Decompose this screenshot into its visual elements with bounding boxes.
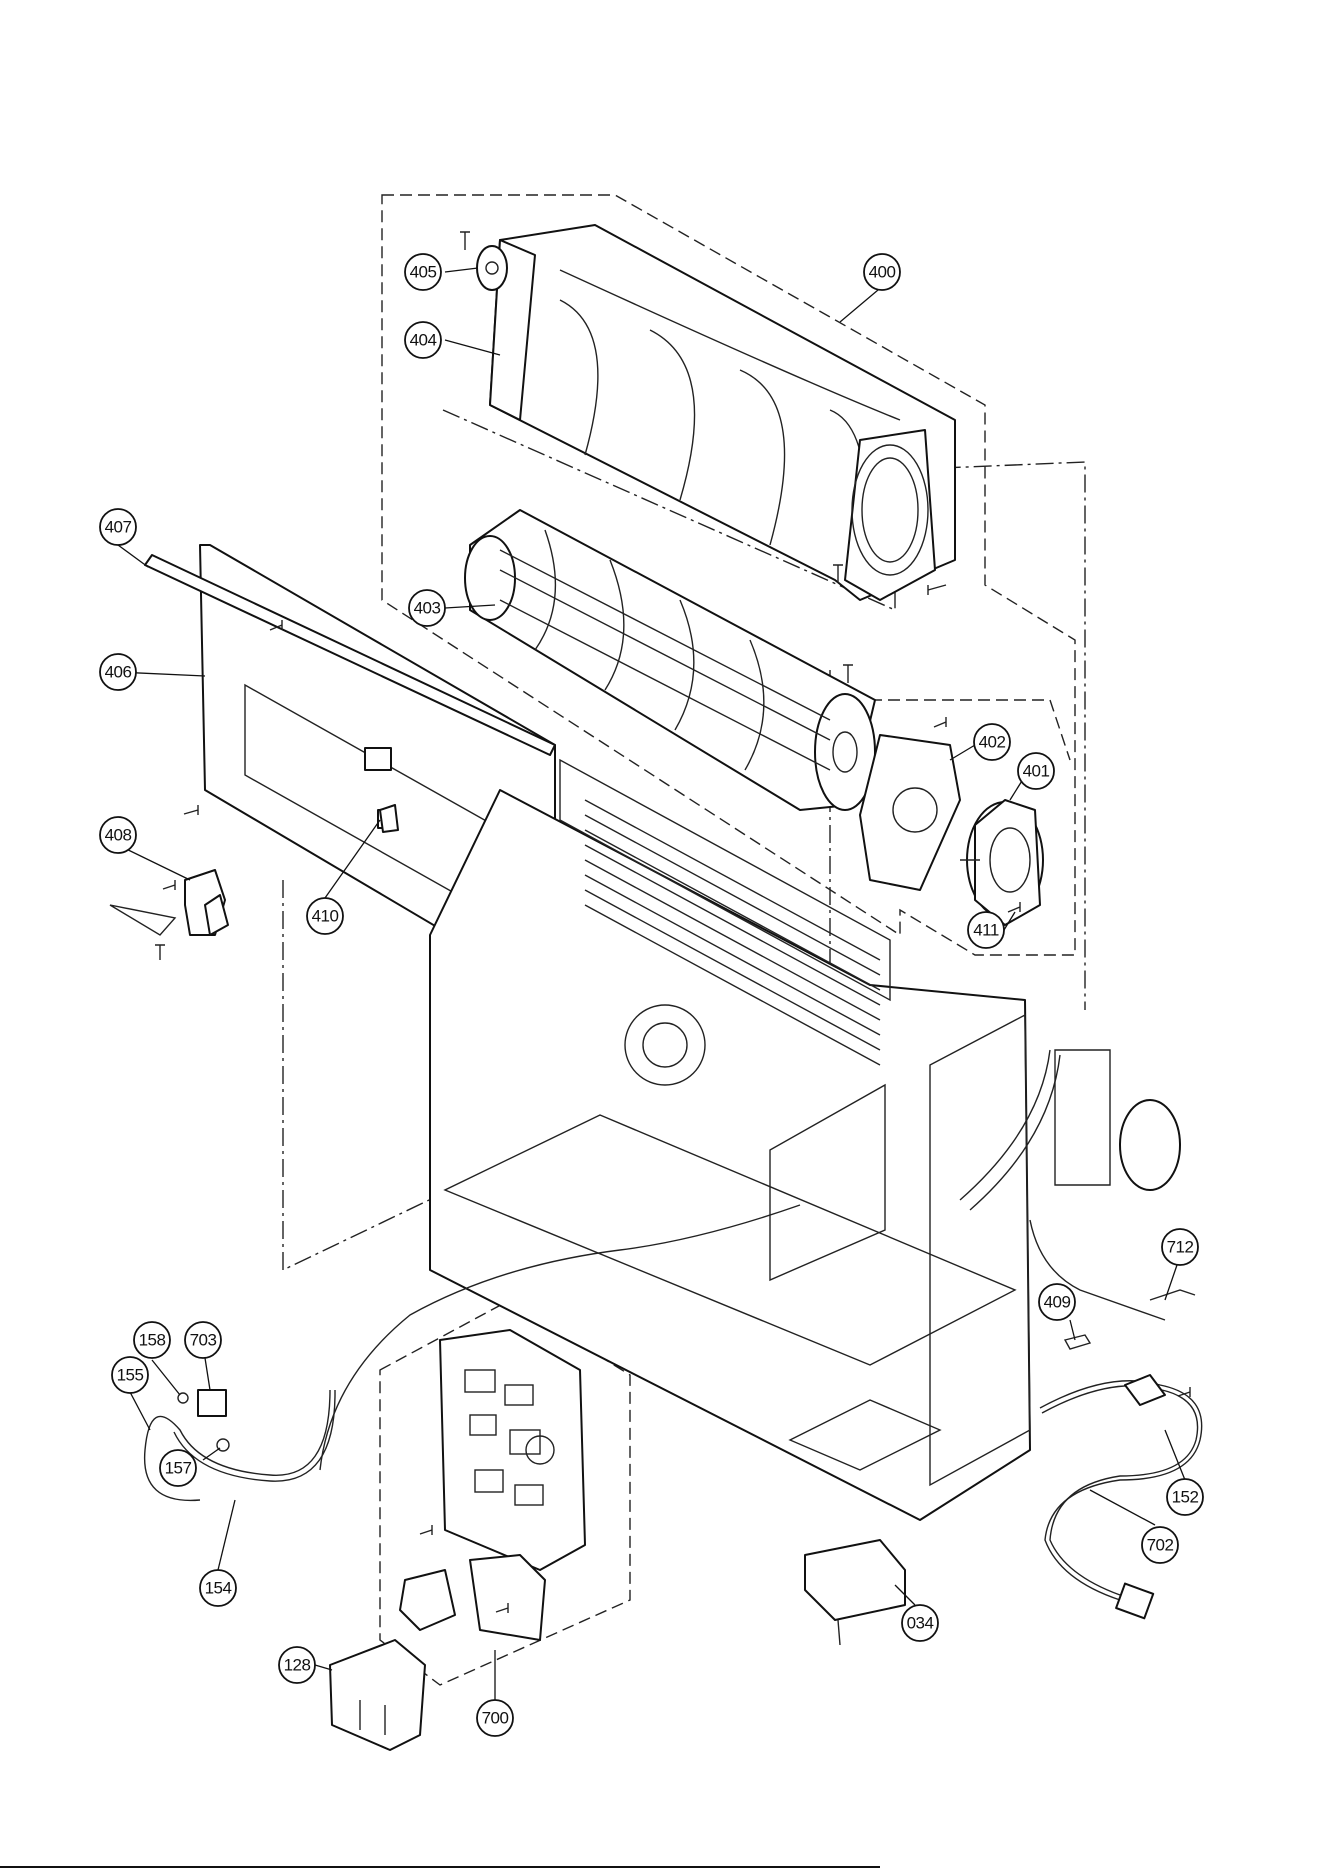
svg-text:409: 409 [1044, 1293, 1071, 1312]
callout-703: 703 [185, 1322, 221, 1358]
callout-405: 405 [405, 254, 441, 290]
bracket-part [110, 870, 228, 935]
svg-text:410: 410 [312, 907, 339, 926]
callout-158: 158 [134, 1322, 170, 1358]
svg-text:407: 407 [105, 518, 132, 537]
svg-text:406: 406 [105, 663, 132, 682]
callout-411: 411 [968, 912, 1004, 948]
svg-text:702: 702 [1147, 1536, 1174, 1555]
svg-text:154: 154 [205, 1579, 232, 1598]
svg-text:402: 402 [979, 733, 1006, 752]
callout-128: 128 [279, 1647, 315, 1683]
callout-404: 404 [405, 322, 441, 358]
callout-154: 154 [200, 1570, 236, 1606]
callout-408: 408 [100, 817, 136, 853]
svg-text:404: 404 [410, 331, 437, 350]
svg-text:401: 401 [1023, 762, 1050, 781]
callout-400: 400 [864, 254, 900, 290]
callout-403: 403 [409, 590, 445, 626]
svg-text:155: 155 [117, 1366, 144, 1385]
callout-406: 406 [100, 654, 136, 690]
callout-700: 700 [477, 1700, 513, 1736]
footer-rule [0, 1866, 880, 1868]
callout-712: 712 [1162, 1229, 1198, 1265]
callout-410: 410 [307, 898, 343, 934]
svg-text:700: 700 [482, 1709, 509, 1728]
callout-155: 155 [112, 1357, 148, 1393]
callout-409: 409 [1039, 1284, 1075, 1320]
svg-text:408: 408 [105, 826, 132, 845]
control-box [400, 1330, 585, 1640]
svg-text:405: 405 [410, 263, 437, 282]
cover-part [330, 1640, 425, 1750]
svg-text:158: 158 [139, 1331, 166, 1350]
callout-152: 152 [1167, 1479, 1203, 1515]
callout-401: 401 [1018, 753, 1054, 789]
callout-407: 407 [100, 509, 136, 545]
callout-402: 402 [974, 724, 1010, 760]
motor-mount [860, 735, 960, 890]
drain-plate [805, 1540, 905, 1645]
svg-text:400: 400 [869, 263, 896, 282]
svg-text:128: 128 [284, 1656, 311, 1675]
fan-motor [860, 735, 1043, 925]
callout-157: 157 [160, 1450, 196, 1486]
svg-text:712: 712 [1167, 1238, 1194, 1257]
callout-034: 034 [902, 1605, 938, 1641]
svg-text:403: 403 [414, 599, 441, 618]
callout-702: 702 [1142, 1527, 1178, 1563]
svg-text:157: 157 [165, 1459, 192, 1478]
svg-text:703: 703 [190, 1331, 217, 1350]
svg-text:411: 411 [973, 921, 999, 940]
svg-text:034: 034 [907, 1614, 934, 1633]
svg-text:152: 152 [1172, 1488, 1199, 1507]
rear-panel-boundary [283, 880, 450, 1270]
